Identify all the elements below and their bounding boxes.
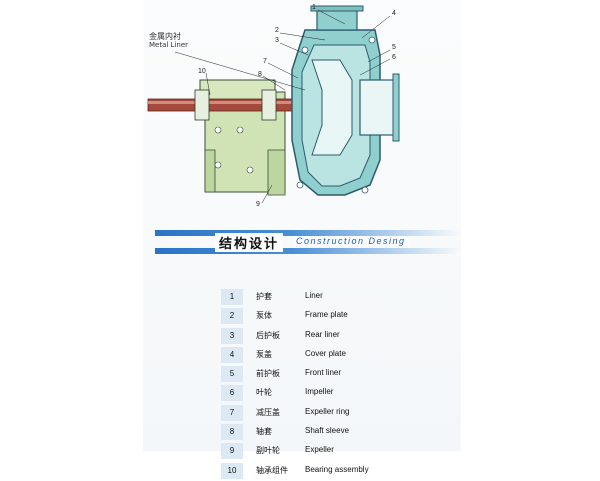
part-name-cn: 减压盖	[256, 407, 280, 417]
part-row: 6 叶轮 Impeller	[221, 384, 401, 403]
casing-bolts	[296, 36, 376, 194]
part-number: 5	[221, 366, 243, 383]
part-row: 3 后护板 Rear liner	[221, 327, 401, 346]
banner-stripe-top	[155, 230, 460, 236]
part-number: 10	[221, 462, 243, 479]
part-number: 1	[221, 289, 243, 305]
impeller	[311, 59, 353, 156]
part-name-cn: 叶轮	[256, 388, 272, 398]
part-row: 1 护套 Liner	[221, 288, 401, 307]
part-name-en: Impeller	[305, 387, 334, 397]
part-name-cn: 泵体	[256, 311, 272, 321]
part-number: 8	[221, 424, 243, 441]
suction-flange	[392, 73, 400, 142]
leader-lines	[174, 9, 391, 204]
part-name-cn: 前护板	[256, 369, 280, 379]
pump-sectional-drawing	[147, 5, 400, 204]
part-number: 7	[221, 404, 243, 421]
part-name-cn: 后护板	[256, 330, 280, 340]
part-row: 7 减压盖 Expeller ring	[221, 404, 401, 423]
metal-liner-label-en: Metal Liner	[149, 41, 189, 49]
part-row: 2 泵体 Frame plate	[221, 307, 401, 326]
part-name-en: Liner	[305, 291, 323, 300]
part-name-en: Front liner	[305, 368, 342, 378]
part-row: 8 轴套 Shaft sleeve	[221, 423, 401, 442]
part-name-en: Expeller ring	[305, 406, 350, 416]
part-name-cn: 泵盖	[256, 349, 272, 359]
part-name-en: Frame plate	[305, 310, 348, 320]
part-number: 6	[221, 385, 243, 402]
callout-5: 5	[392, 44, 396, 51]
callout-10: 10	[198, 68, 206, 75]
callout-1: 1	[312, 4, 316, 11]
frame-support	[204, 149, 286, 196]
suction-inlet	[359, 79, 398, 136]
bearings	[194, 89, 277, 121]
part-name-en: Expeller	[305, 445, 334, 455]
part-number: 9	[221, 443, 243, 460]
part-number: 4	[221, 346, 243, 363]
section-title-cn: 结构设计	[215, 233, 284, 252]
part-row: 5 前护板 Front liner	[221, 365, 401, 384]
part-name-en: Rear liner	[305, 329, 340, 339]
shaft-highlight	[148, 101, 343, 104]
part-row: 4 泵盖 Cover plate	[221, 346, 401, 365]
callout-9: 9	[256, 201, 260, 208]
callout-7: 7	[263, 58, 267, 65]
part-name-en: Bearing assembly	[305, 464, 369, 474]
housing-bolts	[214, 126, 254, 174]
banner-stripe-bottom	[155, 248, 460, 254]
part-name-cn: 轴套	[256, 427, 272, 437]
callout-3: 3	[275, 37, 279, 44]
discharge-flange-top	[310, 5, 364, 12]
section-title-en: Construction Desing	[293, 236, 409, 246]
part-name-cn: 护套	[256, 292, 272, 301]
part-number: 3	[221, 327, 243, 344]
part-row: 9 副叶轮 Expeller	[221, 442, 401, 461]
section-banner: 结构设计 Construction Desing	[155, 226, 460, 256]
callout-6: 6	[392, 54, 396, 61]
callout-4: 4	[392, 10, 396, 17]
part-number: 2	[221, 308, 243, 325]
part-row: 10 轴承组件 Bearing assembly	[221, 462, 401, 481]
part-name-en: Shaft sleeve	[305, 426, 350, 436]
parts-list: 1 护套 Liner 2 泵体 Frame plate 3 后护板 Rear l…	[221, 288, 401, 481]
callout-2: 2	[275, 27, 279, 34]
part-name-cn: 轴承组件	[256, 465, 288, 475]
callout-8: 8	[258, 71, 262, 78]
metal-liner-label-cn: 金属内衬	[149, 32, 181, 41]
part-name-en: Cover plate	[305, 348, 346, 358]
